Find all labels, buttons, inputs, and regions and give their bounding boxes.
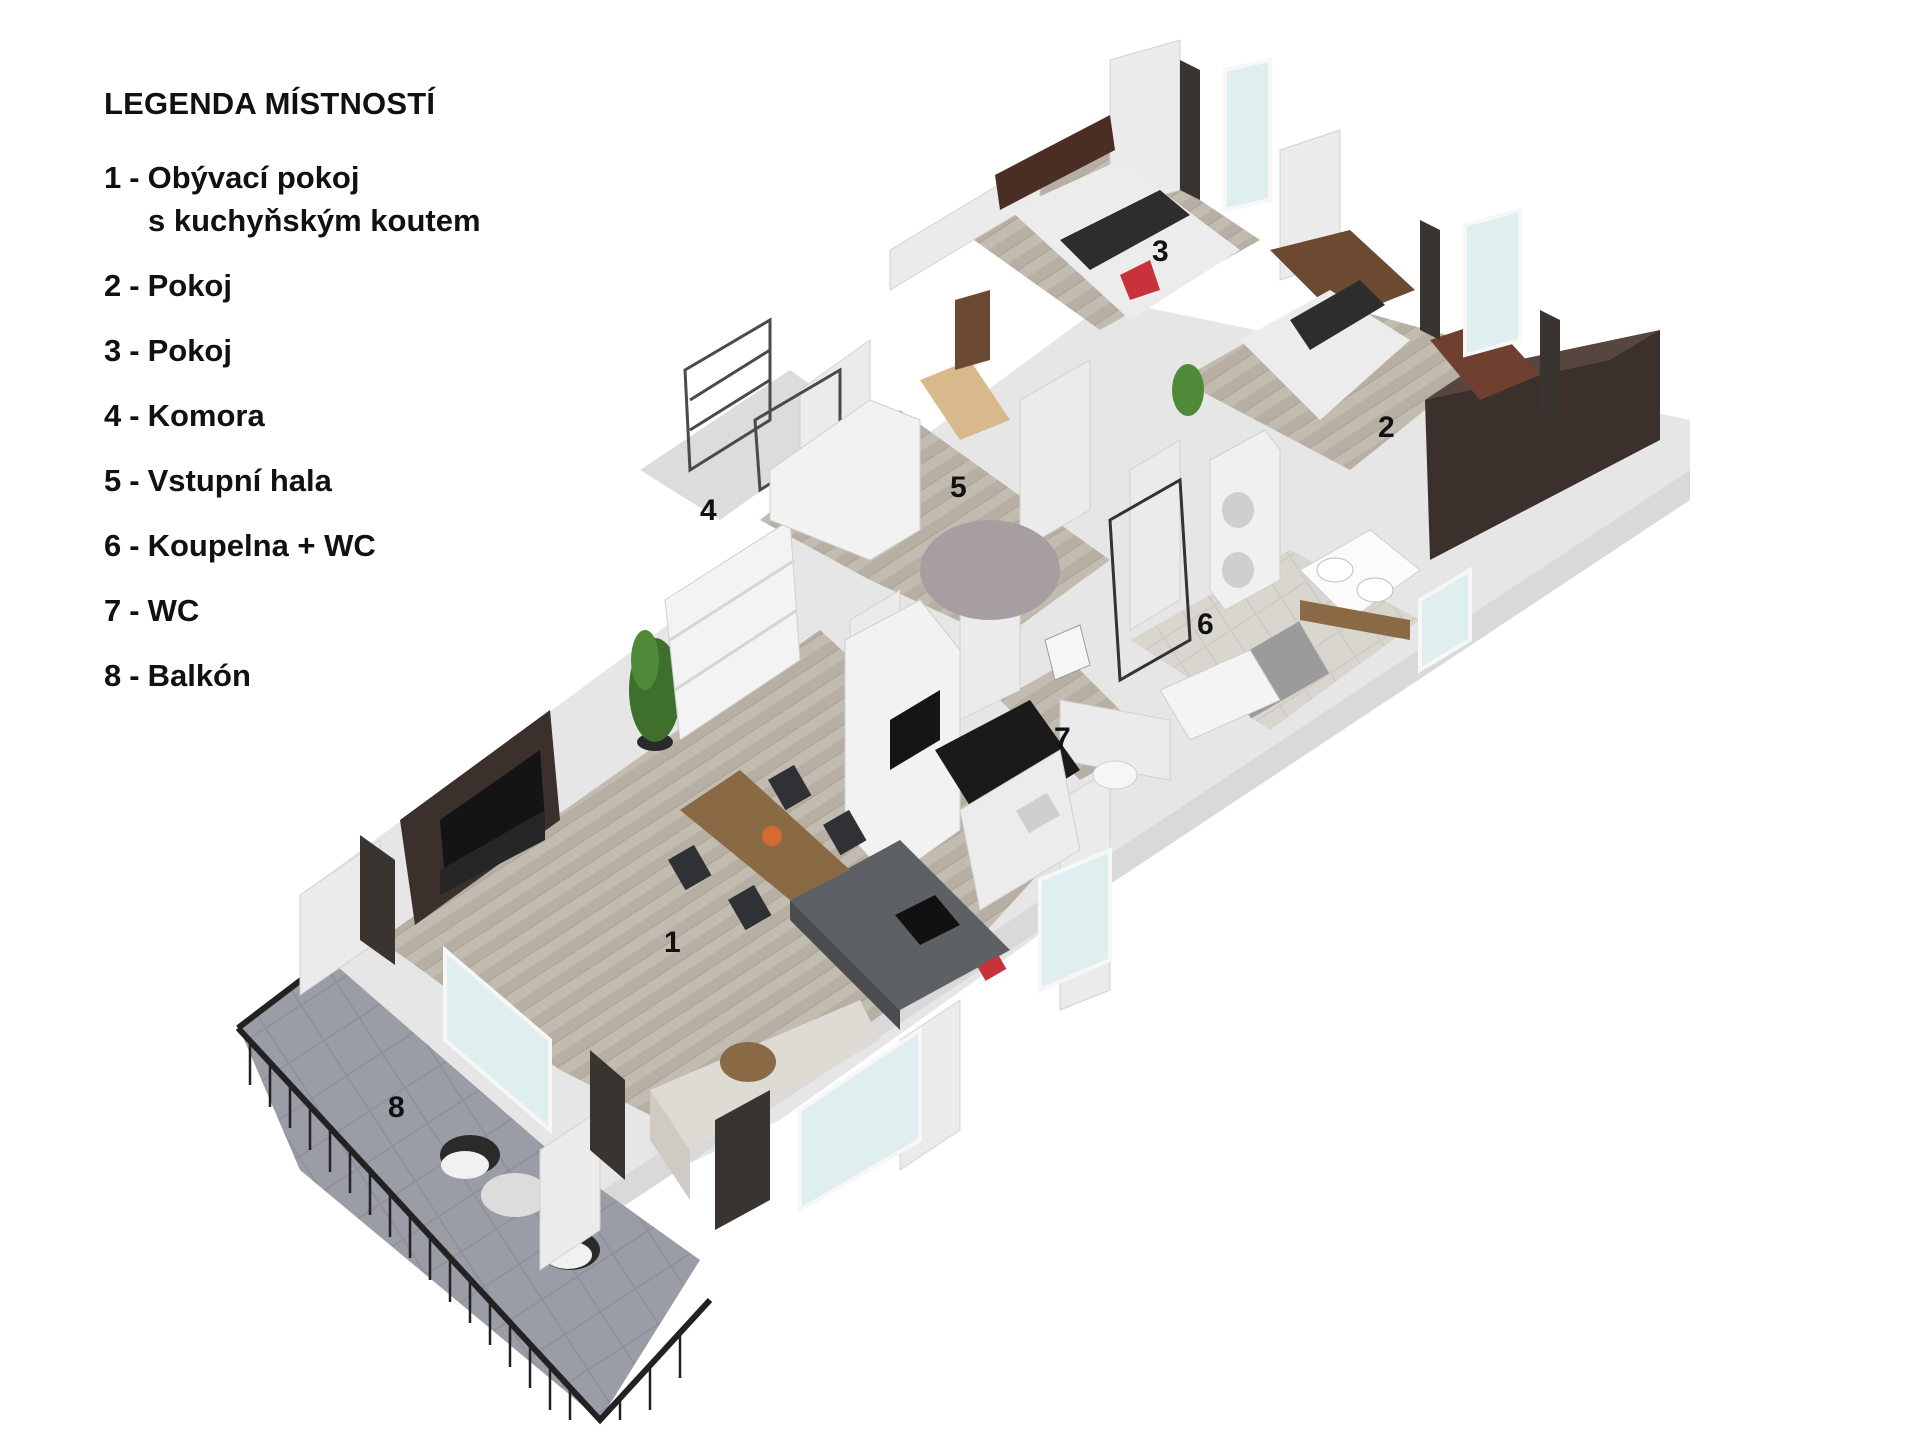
bathtub: [1159, 649, 1281, 741]
legend-label: Koupelna + WC: [147, 528, 376, 563]
curtains: [360, 60, 1560, 1230]
potted-plant: [629, 630, 681, 751]
legend-number: 7: [104, 593, 122, 628]
legend-item-7: 7-WC: [104, 589, 564, 632]
bedroom-3-bed: [995, 115, 1240, 320]
legend-label: Obývací pokoj: [147, 160, 360, 195]
washing-machines: [1209, 429, 1281, 611]
room-label-7: 7: [1054, 722, 1071, 755]
legend-label: Pokoj: [147, 333, 232, 368]
bedroom-2-bed: [1240, 230, 1415, 420]
room-label-2: 2: [1378, 411, 1395, 444]
hall-rug: [920, 520, 1060, 620]
legend-separator: -: [129, 398, 140, 433]
legend-separator: -: [129, 593, 140, 628]
room-label-6: 6: [1197, 608, 1214, 641]
legend-item-1: 1-Obývací pokoj s kuchyňským koutem: [104, 156, 564, 242]
legend-number: 1: [104, 160, 122, 195]
kitchen-island: [790, 840, 1010, 1030]
legend-label: Komora: [147, 398, 265, 433]
legend-label-continuation: s kuchyňským koutem: [148, 203, 481, 238]
legend-title: LEGENDA MÍSTNOSTÍ: [104, 86, 436, 121]
room-label-5: 5: [950, 471, 967, 504]
room-label-4: 4: [700, 494, 717, 527]
legend-item-6: 6-Koupelna + WC: [104, 524, 564, 567]
bedroom-2-desk: [1430, 320, 1540, 400]
room-label-1: 1: [664, 926, 681, 959]
wc-sink: [1044, 624, 1091, 681]
legend-item-3: 3-Pokoj: [104, 329, 564, 372]
legend-label: Pokoj: [147, 268, 232, 303]
legend-number: 5: [104, 463, 122, 498]
dining-chairs: [668, 764, 867, 931]
legend-item-2: 2-Pokoj: [104, 264, 564, 307]
coffee-table: [720, 1042, 776, 1082]
legend-number: 2: [104, 268, 122, 303]
legend-separator: -: [129, 658, 140, 693]
legend-item-4: 4-Komora: [104, 394, 564, 437]
hall-wardrobe: [769, 399, 921, 561]
tv-wall: [400, 710, 560, 925]
hall-bench: [920, 360, 1010, 440]
legend-number: 3: [104, 333, 122, 368]
kitchen: [844, 599, 1081, 911]
bedroom-plant: [1172, 364, 1204, 416]
bookshelf: [664, 519, 801, 741]
legend-item-8: 8-Balkón: [104, 654, 564, 697]
shower-enclosure: [1108, 477, 1192, 683]
toaster: [977, 955, 1007, 981]
legend-number: 4: [104, 398, 122, 433]
legend-label: Vstupní hala: [147, 463, 332, 498]
dining-table: [680, 770, 850, 900]
legend-label: Balkón: [147, 658, 251, 693]
legend-separator: -: [129, 463, 140, 498]
coat-rack: [955, 290, 990, 370]
room-label-3: 3: [1152, 235, 1169, 268]
legend-separator: -: [129, 160, 140, 195]
room-label-8: 8: [388, 1091, 405, 1124]
legend-number: 8: [104, 658, 122, 693]
toilet: [1092, 760, 1138, 790]
legend-separator: -: [129, 268, 140, 303]
kitchen-sink: [1015, 792, 1061, 834]
windows: [443, 57, 1522, 1214]
legend-item-5: 5-Vstupní hala: [104, 459, 564, 502]
legend-label: WC: [147, 593, 200, 628]
legend-number: 6: [104, 528, 122, 563]
double-vanity: [1299, 529, 1421, 640]
legend-separator: -: [129, 333, 140, 368]
room-legend: LEGENDA MÍSTNOSTÍ 1-Obývací pokoj s kuch…: [104, 86, 564, 719]
legend-separator: -: [129, 528, 140, 563]
